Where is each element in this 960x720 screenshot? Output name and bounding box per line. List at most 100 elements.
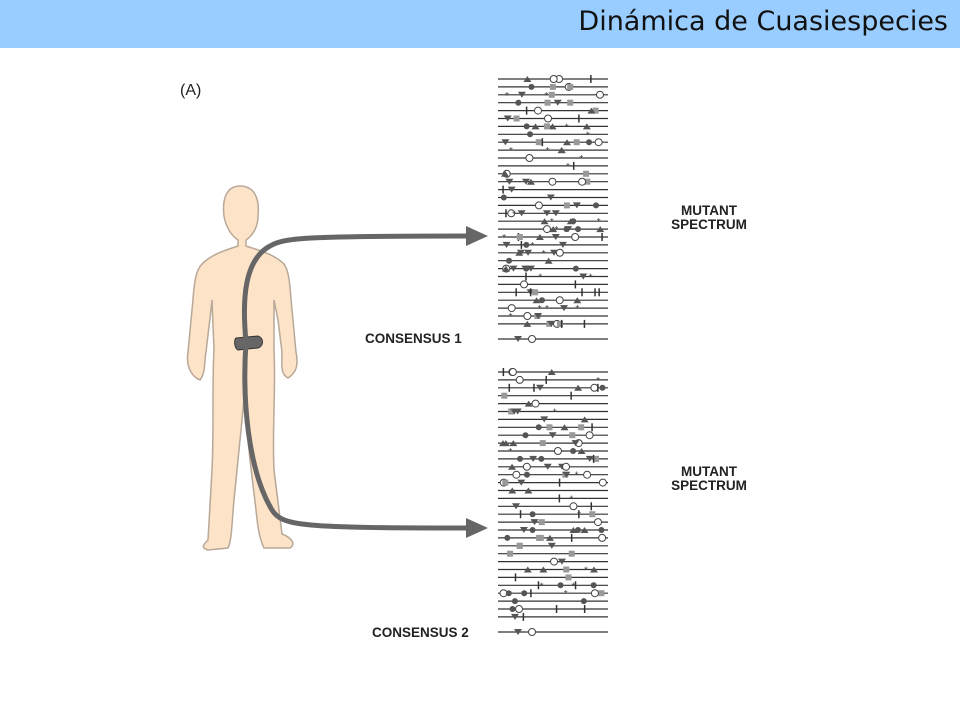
mutation-marker: *: [589, 273, 593, 284]
mutation-marker: *: [540, 581, 544, 592]
mutation-marker: [564, 226, 573, 233]
mutation-marker: [545, 534, 554, 541]
mutation-marker: *: [569, 494, 573, 505]
mutation-marker: *: [509, 312, 513, 323]
mutation-marker: [593, 518, 602, 527]
mutant-spectrum-label-top: MUTANT SPECTRUM: [671, 203, 747, 232]
mutation-marker: [517, 210, 526, 217]
consensus-marker: [514, 629, 522, 635]
consensus-lines: [498, 335, 608, 636]
mutation-marker: [590, 589, 599, 598]
mutation-marker: *: [597, 217, 601, 228]
mutation-marker: *: [509, 146, 513, 157]
mutation-marker: [515, 375, 524, 384]
mutation-marker: [502, 479, 509, 486]
mutation-marker: [543, 463, 552, 470]
consensus-marker: [528, 335, 536, 343]
mutation-marker: [567, 83, 574, 90]
mutation-marker: [573, 139, 580, 146]
mutation-marker: [532, 289, 539, 296]
mutation-marker: [531, 399, 540, 408]
mutation-marker: *: [508, 447, 512, 458]
mutation-marker: [548, 123, 557, 130]
mutation-marker: [594, 138, 603, 147]
mutation-marker: [522, 462, 531, 471]
mutation-marker: [524, 487, 533, 494]
mutation-marker: [579, 273, 588, 280]
mutation-marker: [534, 201, 543, 210]
mutation-marker: [523, 76, 532, 82]
mutation-marker: *: [577, 510, 581, 521]
mutation-marker: [551, 234, 560, 240]
mutation-marker: [596, 226, 605, 233]
mutation-marker: [560, 305, 569, 312]
mutation-marker: [517, 479, 526, 486]
mutation-marker: [574, 384, 583, 391]
title-bar: Dinámica de Cuasiespecies: [0, 0, 960, 48]
mutation-marker: *: [575, 471, 579, 482]
mutation-marker: [515, 605, 524, 613]
mutation-marker: [503, 115, 512, 122]
mutation-marker: [523, 566, 532, 573]
mutation-marker: [549, 83, 556, 90]
mutation-marker: [590, 383, 599, 392]
mutation-marker: [538, 455, 545, 462]
mutation-marker: [500, 194, 507, 201]
mutation-marker: [534, 106, 543, 115]
mutation-marker: [557, 147, 566, 154]
mutation-marker: [529, 455, 538, 462]
organ-icon: [234, 335, 263, 351]
mutation-marker: [526, 178, 535, 185]
mutation-marker: [585, 455, 594, 462]
mutation-marker: [520, 280, 529, 289]
mutation-marker: [592, 107, 599, 114]
mutation-marker: [502, 241, 511, 248]
mutation-marker: [501, 265, 510, 272]
mutation-marker: [523, 312, 532, 320]
mutation-marker: [553, 99, 562, 106]
mutation-marker: [544, 114, 553, 123]
mutation-marker: [570, 218, 577, 225]
mutation-marker: *: [555, 225, 559, 236]
mutation-marker: [571, 440, 580, 447]
mutation-marker: *: [546, 146, 550, 157]
mutation-marker: [573, 297, 582, 304]
mutation-marker: [511, 598, 518, 605]
mutant-spectrum-bottom-lines: ************: [498, 368, 608, 621]
mutation-marker: [508, 368, 517, 376]
mutation-marker: [504, 534, 511, 541]
mutation-marker: [515, 249, 524, 256]
mutation-marker: [529, 527, 536, 533]
mutation-marker: [509, 265, 518, 272]
mutation-marker: [510, 408, 519, 415]
mutation-marker: [598, 590, 605, 597]
mutation-marker: [542, 210, 551, 217]
consensus-marker: [514, 336, 522, 342]
mutation-marker: [549, 75, 558, 83]
mutation-marker: [546, 424, 553, 431]
mutation-marker: *: [531, 241, 535, 252]
mutation-marker: *: [586, 130, 590, 141]
mutation-marker: [555, 296, 564, 305]
mutation-marker: [524, 400, 533, 407]
mutation-marker: [584, 178, 591, 185]
mutation-marker: [524, 249, 533, 256]
mutant-spectrum-top-lines: ***********************: [498, 75, 608, 328]
mutation-marker: [523, 123, 530, 130]
mutation-marker: [539, 566, 548, 573]
mutation-marker: [565, 574, 572, 581]
mutation-marker: [575, 527, 582, 533]
mutation-marker: [555, 248, 564, 257]
mutation-marker: [595, 90, 604, 99]
mutation-marker: [548, 91, 555, 98]
mutation-marker: [553, 447, 562, 455]
mutation-marker: *: [502, 233, 506, 244]
mutation-marker: [515, 99, 522, 106]
mutation-marker: [513, 115, 520, 122]
mutation-marker: [507, 186, 516, 193]
mutation-marker: [538, 519, 545, 526]
mutation-marker: [535, 139, 542, 146]
mutation-marker: [512, 470, 521, 479]
mutation-marker: [522, 178, 531, 185]
